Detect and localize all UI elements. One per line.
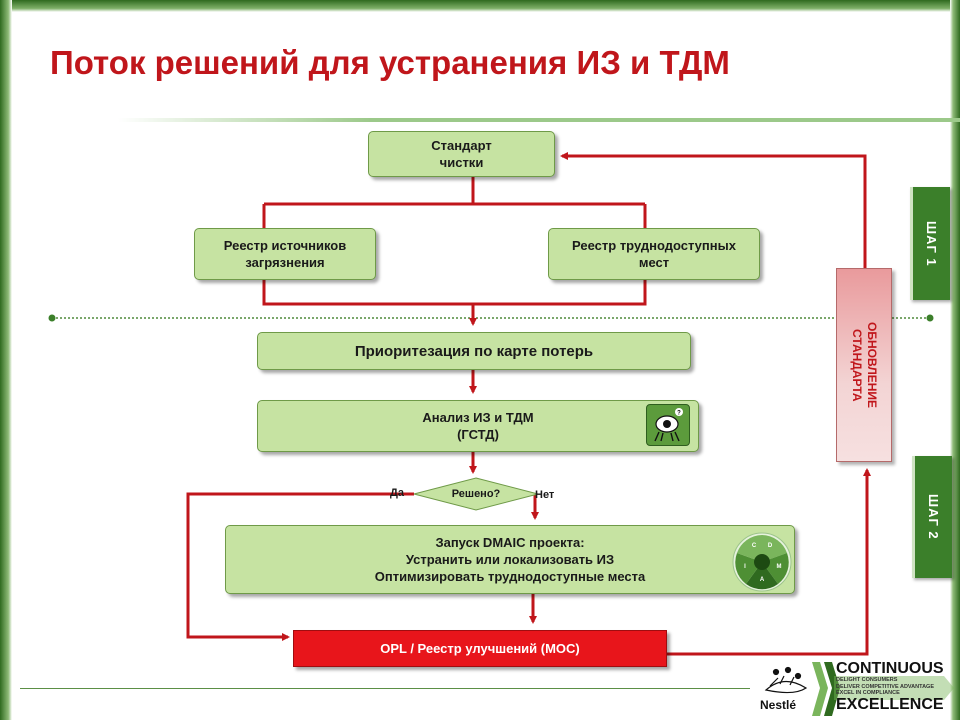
step-2-tag: ШАГ 2 (912, 456, 952, 578)
step-1-label: ШАГ 1 (924, 220, 939, 267)
separator-dot-right (926, 314, 934, 322)
node-prioritization[interactable]: Приоритезация по карте потерь (257, 332, 691, 370)
step-2-label: ШАГ 2 (926, 494, 941, 540)
frame-left-border (0, 0, 12, 720)
connector-registries-merge (262, 280, 647, 306)
bottom-divider (20, 688, 750, 689)
yes-branch-label: Да (390, 487, 404, 499)
dmaic-cycle-icon: D M A I C (730, 530, 794, 594)
node-standard-update[interactable]: ОБНОВЛЕНИЕ СТАНДАРТА (836, 268, 892, 462)
nestle-brand-text: Nestlé (760, 698, 797, 712)
step-1-tag: ШАГ 1 (910, 187, 950, 300)
dmaic-letter-c: C (752, 543, 757, 549)
excellence-text: EXCELLENCE (836, 696, 944, 713)
connector-standard-split (262, 176, 647, 228)
node-sources-registry[interactable]: Реестр источников загрязнения (194, 228, 376, 280)
arrow-update-to-standard (560, 152, 867, 268)
excellence-tagline: DELIGHT CONSUMERS DELIVER COMPETITIVE AD… (836, 677, 934, 696)
node-analysis[interactable]: Анализ ИЗ и ТДМ (ГСТД) (257, 400, 699, 452)
no-branch-label: Нет (535, 489, 555, 501)
dmaic-letter-m: M (777, 564, 782, 570)
standard-update-label: ОБНОВЛЕНИЕ СТАНДАРТА (850, 321, 879, 409)
frame-top-border (0, 0, 960, 12)
chevron-icon (812, 662, 828, 716)
nestle-continuous-excellence-logo (754, 658, 960, 720)
node-opl-registry[interactable]: OPL / Реестр улучшений (МОС) (293, 630, 667, 667)
eye-robot-icon: ? (646, 404, 690, 446)
node-cleaning-standard[interactable]: Стандарт чистки (368, 131, 555, 177)
dmaic-letter-i: I (744, 564, 746, 570)
separator-dot-left (48, 314, 56, 322)
continuous-text: CONTINUOUS (836, 660, 944, 677)
chevron-icon (824, 662, 840, 716)
svg-text:?: ? (677, 411, 681, 417)
node-hard-access-registry[interactable]: Реестр труднодоступных мест (548, 228, 760, 280)
dmaic-letter-a: A (760, 577, 765, 583)
arrow-opl-to-update (667, 468, 871, 656)
dmaic-letter-d: D (768, 543, 773, 549)
arrow-yes-to-opl (186, 492, 414, 641)
frame-right-border (950, 0, 960, 720)
nestle-nest-icon (764, 666, 808, 694)
node-dmaic-project[interactable]: Запуск DMAIC проекта: Устранить или лока… (225, 525, 795, 594)
decision-label: Решено? (451, 488, 501, 500)
title-underline (118, 118, 960, 122)
decision-diamond (413, 477, 539, 511)
page-title: Поток решений для устранения ИЗ и ТДМ (50, 44, 730, 81)
